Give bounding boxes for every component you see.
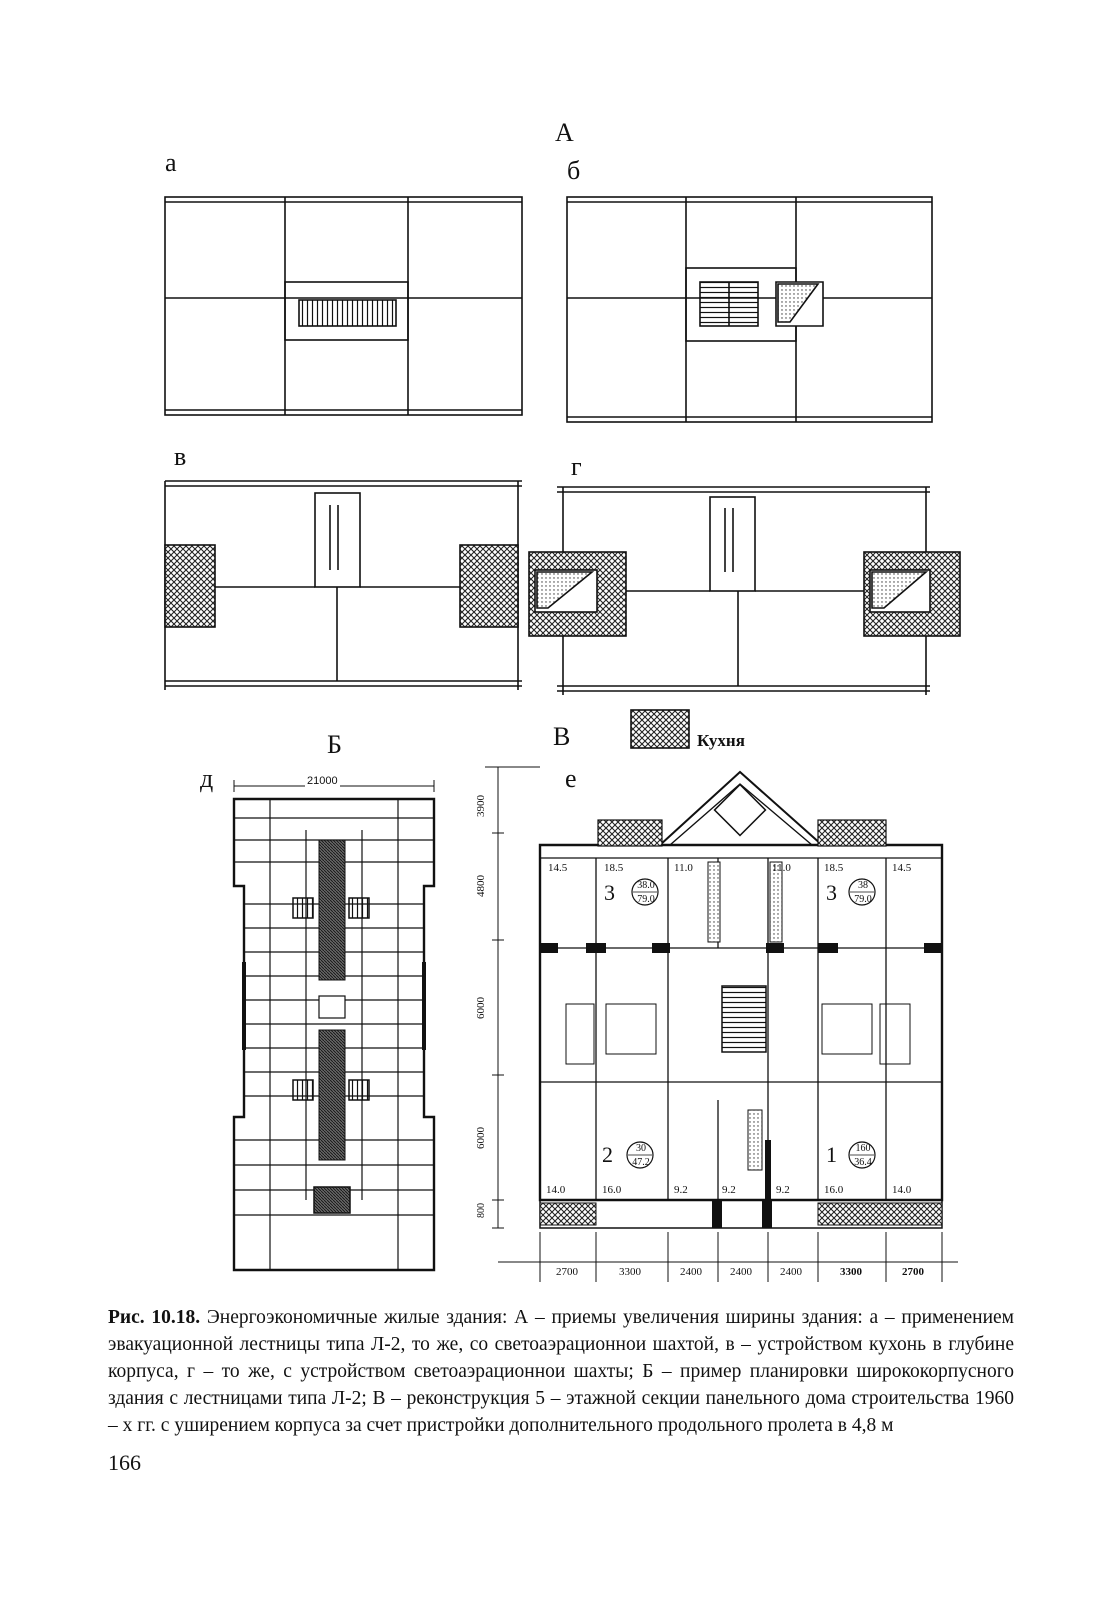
plan-e-dim-b1: 3300 — [619, 1266, 641, 1278]
plan-e-dim-v3: 6000 — [475, 1127, 487, 1149]
plan-e-area-b4: 9.2 — [776, 1184, 790, 1196]
sub-label-b: б — [567, 156, 581, 185]
apartment-2-rooms: 2 — [602, 1142, 613, 1167]
apartment-2-den: 47.2 — [632, 1157, 650, 1168]
apartment-2-num: 30 — [636, 1143, 646, 1154]
plan-b — [566, 196, 933, 423]
page-number: 166 — [108, 1450, 141, 1475]
apartment-1-den: 79.0 — [854, 894, 872, 905]
plan-e-dim-b6: 2700 — [902, 1266, 924, 1278]
plan-e-area-t5: 14.5 — [892, 862, 912, 874]
legend-kitchen-label: Кухня — [697, 731, 745, 750]
plan-e-area-b3: 9.2 — [722, 1184, 736, 1196]
plan-a — [164, 196, 523, 416]
plan-e-area-t1: 18.5 — [604, 862, 624, 874]
apartment-0-den: 79.0 — [637, 894, 655, 905]
plan-v — [164, 480, 522, 690]
plan-d — [232, 780, 436, 1272]
apartment-0-num: 38.0 — [637, 880, 655, 891]
sub-label-d: д — [200, 764, 214, 793]
plan-e-dim-v4: 800 — [476, 1203, 487, 1218]
plan-e — [485, 766, 958, 1282]
apartment-3-rooms: 1 — [826, 1142, 837, 1167]
caption-text: Энергоэкономичные жилые здания: А – прие… — [108, 1307, 1014, 1436]
apartment-3-num: 160 — [855, 1143, 871, 1154]
plan-e-dim-b3: 2400 — [730, 1266, 752, 1278]
plan-g — [528, 486, 961, 695]
figure-caption: Рис. 10.18. Энергоэкономичные жилые здан… — [108, 1304, 1014, 1439]
plan-e-area-t2: 11.0 — [674, 862, 693, 874]
plan-e-area-t0: 14.5 — [548, 862, 568, 874]
plan-e-dim-v0: 3900 — [475, 795, 487, 817]
group-label-a: А — [555, 118, 574, 147]
apartment-3-den: 36.4 — [854, 1157, 872, 1168]
sub-label-a: а — [165, 148, 177, 177]
plan-e-area-b5: 16.0 — [824, 1184, 844, 1196]
plan-e-dim-v2: 6000 — [475, 997, 487, 1019]
plan-d-dimension: 21000 — [305, 775, 340, 787]
plan-e-area-b1: 16.0 — [602, 1184, 622, 1196]
plan-e-area-t3: 11.0 — [772, 862, 791, 874]
group-label-b: Б — [327, 730, 342, 759]
plan-e-dim-b0: 2700 — [556, 1266, 578, 1278]
plan-e-area-t4: 18.5 — [824, 862, 844, 874]
sub-label-v: в — [174, 442, 187, 471]
apartment-1-num: 38 — [858, 880, 868, 891]
plan-e-dim-b2: 2400 — [680, 1266, 702, 1278]
plan-e-area-b2: 9.2 — [674, 1184, 688, 1196]
group-label-v: В — [553, 722, 571, 751]
apartment-1-rooms: 3 — [826, 880, 837, 905]
apartment-0-rooms: 3 — [604, 880, 615, 905]
plan-e-dim-v1: 4800 — [475, 875, 487, 897]
plan-e-area-b6: 14.0 — [892, 1184, 912, 1196]
sub-label-e: е — [565, 764, 577, 793]
caption-label: Рис. 10.18. — [108, 1307, 201, 1328]
plan-e-dim-b5: 3300 — [840, 1266, 862, 1278]
plan-e-dim-b4: 2400 — [780, 1266, 802, 1278]
plan-e-area-b0: 14.0 — [546, 1184, 566, 1196]
sub-label-g: г — [571, 452, 582, 481]
legend-swatch — [630, 709, 690, 749]
